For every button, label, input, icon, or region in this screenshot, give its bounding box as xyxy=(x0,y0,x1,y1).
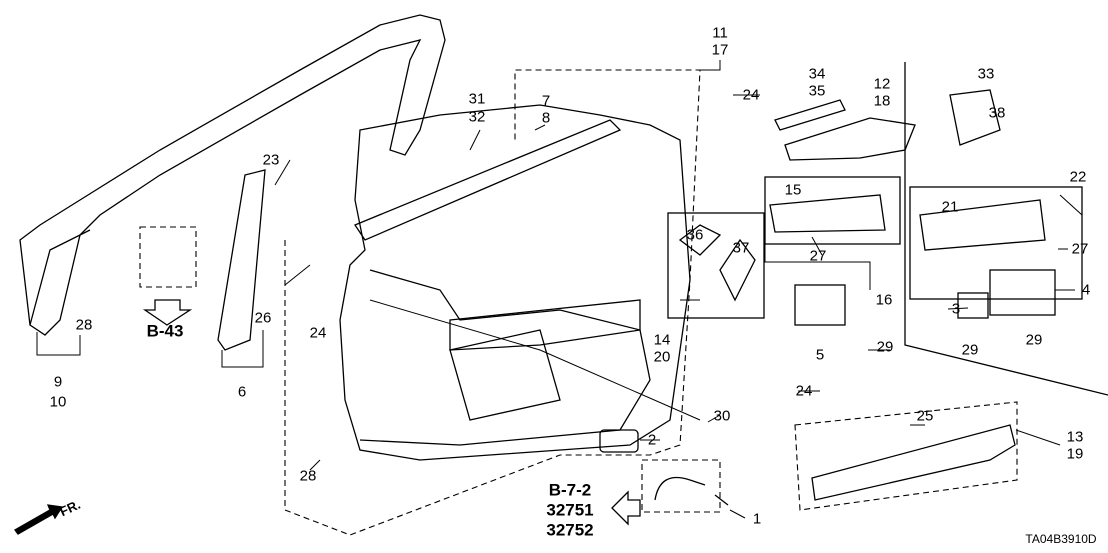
b43-arrow-icon xyxy=(142,299,193,326)
callout-18: 18 xyxy=(873,92,891,110)
callout-8: 8 xyxy=(541,109,551,127)
switch-5 xyxy=(794,284,846,326)
callout-12: 12 xyxy=(873,75,891,93)
callout-22: 22 xyxy=(1069,168,1087,186)
door-lining xyxy=(339,104,691,461)
front-arrow-icon xyxy=(14,504,64,535)
callout-15: 15 xyxy=(784,181,802,199)
callout-28: 28 xyxy=(75,316,93,334)
switch-4 xyxy=(989,269,1056,316)
callout-24: 24 xyxy=(309,324,327,342)
callout-29: 29 xyxy=(1025,331,1043,349)
callout-34: 34 xyxy=(808,65,826,83)
callout-29: 29 xyxy=(961,341,979,359)
callout-36: 36 xyxy=(686,226,704,244)
callout-4: 4 xyxy=(1081,281,1091,299)
ref-part-32752[interactable]: 32752 xyxy=(546,520,594,540)
callout-19: 19 xyxy=(1066,445,1084,463)
callout-10: 10 xyxy=(49,393,67,411)
mirror-switch xyxy=(949,89,1001,146)
stiffener-bracket xyxy=(217,169,266,351)
callout-35: 35 xyxy=(808,82,826,100)
callout-1: 1 xyxy=(752,510,762,528)
callout-9: 9 xyxy=(53,373,63,391)
armrest-cover xyxy=(784,117,916,161)
callout-17: 17 xyxy=(711,41,729,59)
ref-b43[interactable]: B-43 xyxy=(146,321,184,341)
callout-2: 2 xyxy=(647,431,657,449)
garnish-13 xyxy=(811,424,1016,501)
belt-molding xyxy=(354,119,622,241)
callout-21: 21 xyxy=(941,198,959,216)
diagram-code: TA04B3910D xyxy=(1025,532,1097,546)
callout-33: 33 xyxy=(977,65,995,83)
group-box-right xyxy=(904,62,1108,396)
callout-14: 14 xyxy=(653,331,671,349)
b72-arrow-icon xyxy=(611,490,641,526)
switch-panel-21 xyxy=(919,199,1046,251)
callout-37: 37 xyxy=(732,239,750,257)
callout-26: 26 xyxy=(254,309,272,327)
ref-b72[interactable]: B-7-2 xyxy=(548,480,592,500)
switch-3 xyxy=(957,292,989,319)
callout-11: 11 xyxy=(712,24,728,42)
callout-25: 25 xyxy=(916,407,934,425)
group-box-36-37 xyxy=(667,212,765,319)
callout-27: 27 xyxy=(809,247,827,265)
callout-24: 24 xyxy=(742,86,760,104)
callout-7: 7 xyxy=(541,92,551,110)
callout-5: 5 xyxy=(815,346,825,364)
callout-27: 27 xyxy=(1071,240,1089,258)
callout-29: 29 xyxy=(876,338,894,356)
switch-panel-15 xyxy=(769,194,886,233)
callout-24: 24 xyxy=(795,382,813,400)
callout-31: 31 xyxy=(468,90,486,108)
callout-6: 6 xyxy=(237,383,247,401)
callout-13: 13 xyxy=(1066,428,1084,446)
callout-28: 28 xyxy=(299,467,317,485)
group-box-15-27 xyxy=(764,176,901,245)
door-sash-molding xyxy=(19,14,446,336)
callout-3: 3 xyxy=(951,300,961,318)
callout-30: 30 xyxy=(713,407,731,425)
ref-part-32751[interactable]: 32751 xyxy=(546,500,594,520)
callout-32: 32 xyxy=(468,108,486,126)
callout-16: 16 xyxy=(875,291,893,309)
callout-38: 38 xyxy=(988,104,1006,122)
callout-20: 20 xyxy=(653,348,671,366)
callout-23: 23 xyxy=(262,151,280,169)
